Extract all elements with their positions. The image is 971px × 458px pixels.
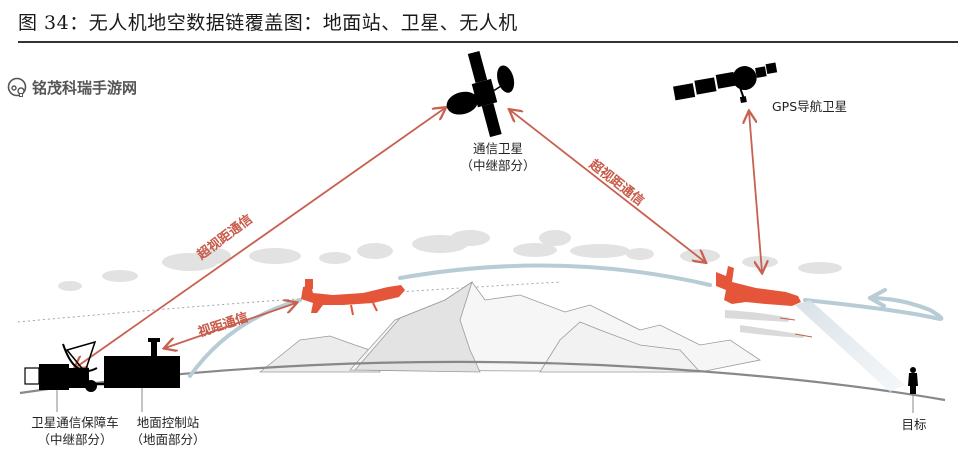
watermark: 铭茂科瑞手游网 [6,76,137,98]
link-arrow-blos-right [510,110,705,262]
uav-drone-icon-1 [301,279,405,316]
relay-vehicle-role: （中继部分） [37,432,113,447]
comm-satellite-label: 通信卫星 （中继部分） [458,140,538,174]
ground-station-role: （地面部分） [130,432,206,447]
figure-title: 图 34：无人机地空数据链覆盖图：地面站、卫星、无人机 [18,12,518,34]
gps-satellite-icon [673,62,778,104]
watermark-logo-icon [6,76,28,98]
person-target-icon [908,367,918,394]
ground-station-name: 地面控制站 [136,415,200,430]
motion-trails [725,310,813,338]
ground-station-label: 地面控制站 （地面部分） [128,414,208,448]
ground-control-station-icon [104,338,180,388]
uav-drone-icon-2 [716,266,801,306]
relay-vehicle-name: 卫星通信保障车 [31,415,119,430]
flight-path-arrow [868,288,887,308]
comm-satellite-name: 通信卫星 [472,141,523,156]
gps-satellite-label: GPS导航卫星 [772,99,848,114]
link-arrow-los [165,303,296,348]
flight-path-loop [803,296,944,321]
title-divider [18,41,958,43]
flight-path-cruise [398,263,712,287]
link-arrow-gps [749,112,762,272]
comm-satellite-role: （中继部分） [460,158,536,173]
target-label: 目标 [901,417,927,432]
communication-satellite-icon [446,50,515,138]
watermark-text: 铭茂科瑞手游网 [32,78,138,97]
relay-vehicle-label: 卫星通信保障车 （中继部分） [20,414,130,448]
link-arrow-blos-left [75,108,445,368]
sensor-beam [795,300,905,392]
